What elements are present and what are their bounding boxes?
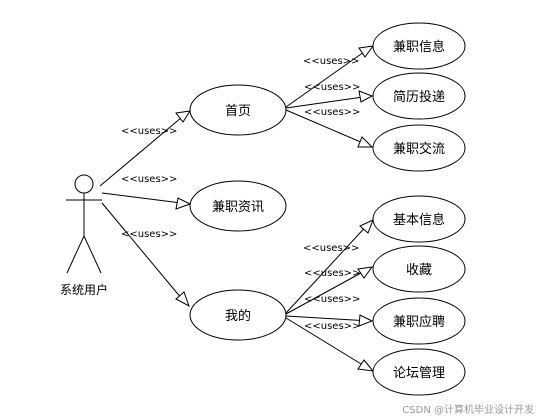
usecase-label: 兼职资讯 (212, 200, 264, 215)
watermark: CSDN @计算机毕业设计开发 (402, 405, 534, 416)
stereotype-label: <<uses>> (121, 229, 177, 240)
association-actor-home: <<uses>> (99, 110, 192, 187)
usecase-ellipse (372, 245, 466, 293)
usecase-ellipse (372, 297, 466, 345)
usecase-ellipse (372, 22, 466, 70)
usecase-resume: 简历投递 (372, 72, 466, 120)
open-arrowhead (358, 90, 374, 103)
usecase-home: 首页 (189, 84, 287, 136)
association-line (101, 202, 188, 306)
association-home-resume: <<uses>> (285, 82, 374, 109)
usecase-ellipse (189, 289, 287, 341)
usecase-ellipse (372, 72, 466, 120)
stereotype-label: <<uses>> (303, 243, 359, 254)
open-arrowhead (357, 359, 375, 372)
stereotype-label: <<uses>> (304, 82, 360, 93)
usecase-label: 首页 (225, 104, 251, 119)
stereotype-label: <<uses>> (121, 126, 177, 137)
open-arrowhead (357, 266, 374, 279)
association-line (285, 109, 371, 147)
usecase-job-info: 兼职信息 (372, 22, 466, 70)
usecase-ellipse (372, 348, 466, 396)
actor-head (74, 174, 94, 194)
association-line (285, 315, 371, 322)
stereotype-label: <<uses>> (304, 107, 360, 118)
usecase-label: 基本信息 (393, 212, 445, 228)
association-mine-favorites: <<uses>> (285, 266, 374, 315)
usecase-forum: 论坛管理 (372, 348, 466, 396)
usecase-ellipse (372, 195, 466, 243)
usecase-label: 我的 (225, 308, 251, 324)
open-arrowhead (359, 219, 374, 234)
usecase-label: 收藏 (406, 263, 432, 278)
actor-left-leg (66, 235, 85, 274)
open-arrowhead (357, 136, 374, 148)
stereotype-label: <<uses>> (303, 56, 359, 67)
association-line (285, 220, 372, 314)
association-line (285, 267, 371, 315)
open-arrowhead (175, 197, 192, 210)
usecase-label: 兼职交流 (393, 141, 445, 157)
association-line (101, 192, 190, 205)
association-mine-applications: <<uses>> (285, 294, 374, 327)
stereotype-label: <<uses>> (121, 174, 177, 185)
usecase-favorites: 收藏 (372, 245, 466, 293)
actor-name: 系统用户 (60, 282, 108, 297)
association-line (285, 317, 372, 371)
association-mine-forum: <<uses>> (285, 317, 375, 372)
association-line (285, 46, 372, 108)
open-arrowhead (175, 110, 192, 123)
association-actor-mine: <<uses>> (101, 202, 190, 308)
stereotype-label: <<uses>> (304, 321, 360, 332)
association-actor-news: <<uses>> (101, 174, 192, 210)
usecase-basic-info: 基本信息 (372, 195, 466, 243)
usecase-ellipse (189, 180, 287, 232)
association-line (99, 111, 189, 187)
usecase-ellipse (372, 124, 466, 172)
usecase-mine: 我的 (189, 289, 287, 341)
usecase-news: 兼职资讯 (189, 180, 287, 232)
usecase-label: 简历投递 (393, 89, 445, 105)
usecase-label: 兼职信息 (393, 39, 445, 55)
association-mine-basic-info: <<uses>> (285, 219, 374, 314)
usecase-ellipse (189, 84, 287, 136)
actor-right-leg (83, 235, 102, 274)
association-line (285, 95, 371, 109)
usecase-label: 论坛管理 (393, 366, 445, 381)
stereotype-label: <<uses>> (304, 294, 360, 305)
usecase-label: 兼职应聘 (393, 314, 445, 330)
open-arrowhead (175, 291, 190, 308)
usecase-exchange: 兼职交流 (372, 124, 466, 172)
open-arrowhead (358, 314, 374, 327)
open-arrowhead (358, 45, 375, 58)
stereotype-label: <<uses>> (304, 268, 360, 279)
actor-system-user: 系统用户 (60, 174, 108, 297)
usecase-applications: 兼职应聘 (372, 297, 466, 345)
association-home-job-info: <<uses>> (285, 45, 375, 108)
association-home-exchange: <<uses>> (285, 107, 374, 148)
